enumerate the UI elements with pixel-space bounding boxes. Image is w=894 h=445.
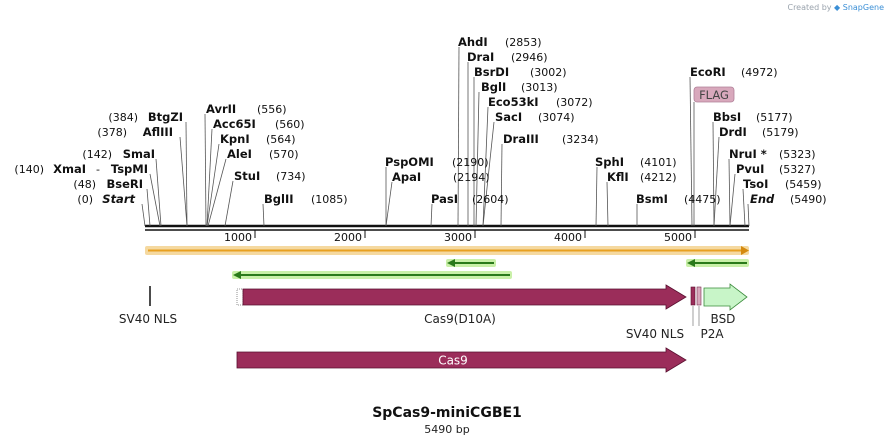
- ruler-label: 4000: [554, 231, 582, 244]
- site-name-bbsi[interactable]: BbsI: [713, 110, 741, 124]
- site-name-pasi[interactable]: PasI: [431, 192, 458, 206]
- ruler-label: 3000: [444, 231, 472, 244]
- site-pos-bsmi: (4475): [684, 193, 721, 206]
- site-pos-ecori: (4972): [741, 66, 778, 79]
- site-separator: -: [96, 163, 100, 176]
- site-pos-acc65i: (560): [275, 118, 305, 131]
- site-pos-bgli: (3013): [521, 81, 558, 94]
- site-name-bsrdi[interactable]: BsrDI: [474, 65, 509, 79]
- site-name-afliii[interactable]: AflIII: [143, 125, 173, 139]
- feature-cas9-d10a[interactable]: [236, 284, 687, 310]
- site-name-start[interactable]: Start: [102, 192, 135, 206]
- site-name-end[interactable]: End: [750, 192, 775, 206]
- sequence-backbone: [145, 224, 749, 231]
- plasmid-length: 5490 bp: [424, 423, 470, 436]
- site-pos-sphi: (4101): [640, 156, 677, 169]
- site-leader-lines: [141, 46, 750, 227]
- site-name-drdi[interactable]: DrdI: [719, 125, 747, 139]
- flag-feature[interactable]: FLAG: [693, 86, 735, 103]
- site-name-bgli[interactable]: BglI: [481, 80, 506, 94]
- cas9-d10a-label: Cas9(D10A): [424, 312, 496, 326]
- site-name-kfli[interactable]: KflI: [607, 170, 629, 184]
- site-pos-nrui: (5323): [779, 148, 816, 161]
- ruler-label: 1000: [224, 231, 252, 244]
- site-name-pspomi[interactable]: PspOMI: [385, 155, 434, 169]
- site-pos-drai: (2946): [511, 51, 548, 64]
- site-pos-alei: (570): [269, 148, 299, 161]
- site-pos-pasi: (2604): [472, 193, 509, 206]
- site-pos-drdi: (5179): [762, 126, 799, 139]
- site-name-avrii[interactable]: AvrII: [206, 102, 236, 116]
- site-name-alei[interactable]: AleI: [227, 147, 252, 161]
- site-name-smai[interactable]: SmaI: [123, 147, 155, 161]
- ruler-label: 5000: [664, 231, 692, 244]
- site-pos-bbsi: (5177): [756, 111, 793, 124]
- site-pos-saci: (3074): [538, 111, 575, 124]
- feature-bsd[interactable]: [703, 283, 748, 311]
- site-name-bsmi[interactable]: BsmI: [636, 192, 668, 206]
- site-pos-kpni: (564): [266, 133, 296, 146]
- site-name-bseri[interactable]: BseRI: [106, 177, 143, 191]
- site-pos-xmai: (140): [14, 163, 44, 176]
- site-name-sphi[interactable]: SphI: [595, 155, 624, 169]
- site-name-saci[interactable]: SacI: [495, 110, 522, 124]
- site-pos-afliii: (378): [97, 126, 127, 139]
- site-name-eco53ki[interactable]: Eco53kI: [488, 95, 539, 109]
- site-pos-apai: (2194): [453, 171, 490, 184]
- site-pos-pspomi: (2190): [452, 156, 489, 169]
- site-pos-bglii: (1085): [311, 193, 348, 206]
- site-name-stui[interactable]: StuI: [234, 169, 260, 183]
- site-pos-stui: (734): [276, 170, 306, 183]
- site-name-tspmi[interactable]: TspMI: [111, 162, 148, 176]
- bsd-label: BSD: [711, 312, 736, 326]
- ruler: 1000 2000 3000 4000 5000: [224, 230, 696, 244]
- site-pos-smai: (142): [82, 148, 112, 161]
- site-name-nrui[interactable]: NruI *: [729, 147, 767, 161]
- feature-sv40-nls-2[interactable]: [690, 286, 696, 306]
- site-pos-btgzi: (384): [108, 111, 138, 124]
- p2a-label: P2A: [700, 327, 724, 341]
- site-pos-bsrdi: (3002): [530, 66, 567, 79]
- orf-arrow-reverse-3[interactable]: [686, 259, 749, 267]
- site-pos-draiii: (3234): [562, 133, 599, 146]
- feature-cas9[interactable]: Cas9: [236, 347, 687, 373]
- sv40-nls-1-label: SV40 NLS: [119, 312, 177, 326]
- snapgene-logo-icon: ◆: [834, 3, 841, 12]
- site-name-ecori[interactable]: EcoRI: [690, 65, 726, 79]
- site-name-drai[interactable]: DraI: [467, 50, 494, 64]
- site-pos-eco53ki: (3072): [556, 96, 593, 109]
- site-name-xmai[interactable]: XmaI: [53, 162, 86, 176]
- feature-p2a[interactable]: [696, 286, 702, 306]
- watermark-created-by: Created by: [787, 3, 832, 12]
- site-labels: AhdI (2853) DraI (2946) BsrDI (3002) Bgl…: [14, 35, 826, 206]
- orf-arrow-forward[interactable]: [145, 246, 749, 255]
- snapgene-watermark: Created by ◆ SnapGene: [787, 3, 884, 12]
- plasmid-title: SpCas9-miniCGBE1: [372, 405, 522, 421]
- site-pos-end: (5490): [790, 193, 827, 206]
- site-pos-start: (0): [77, 193, 93, 206]
- site-pos-avrii: (556): [257, 103, 287, 116]
- watermark-brand: SnapGene: [842, 3, 884, 12]
- site-name-pvui[interactable]: PvuI: [736, 162, 764, 176]
- flag-label: FLAG: [699, 88, 729, 102]
- site-pos-bseri: (48): [73, 178, 96, 191]
- site-name-tsoi[interactable]: TsoI: [743, 177, 768, 191]
- cas9-label: Cas9: [438, 354, 468, 368]
- site-name-acc65i[interactable]: Acc65I: [213, 117, 256, 131]
- site-name-ahdi[interactable]: AhdI: [458, 35, 488, 49]
- sv40-nls-2-label: SV40 NLS: [626, 327, 684, 341]
- site-pos-tsoi: (5459): [785, 178, 822, 191]
- site-pos-ahdi: (2853): [505, 36, 542, 49]
- site-name-btgzi[interactable]: BtgZI: [148, 110, 183, 124]
- site-name-apai[interactable]: ApaI: [392, 170, 421, 184]
- orf-arrow-reverse-1[interactable]: [232, 271, 512, 279]
- site-pos-pvui: (5327): [779, 163, 816, 176]
- site-pos-kfli: (4212): [640, 171, 677, 184]
- site-name-draiii[interactable]: DraIII: [503, 132, 539, 146]
- ruler-label: 2000: [334, 231, 362, 244]
- site-name-kpni[interactable]: KpnI: [220, 132, 250, 146]
- orf-arrow-reverse-2[interactable]: [446, 259, 496, 267]
- site-name-bglii[interactable]: BglII: [264, 192, 294, 206]
